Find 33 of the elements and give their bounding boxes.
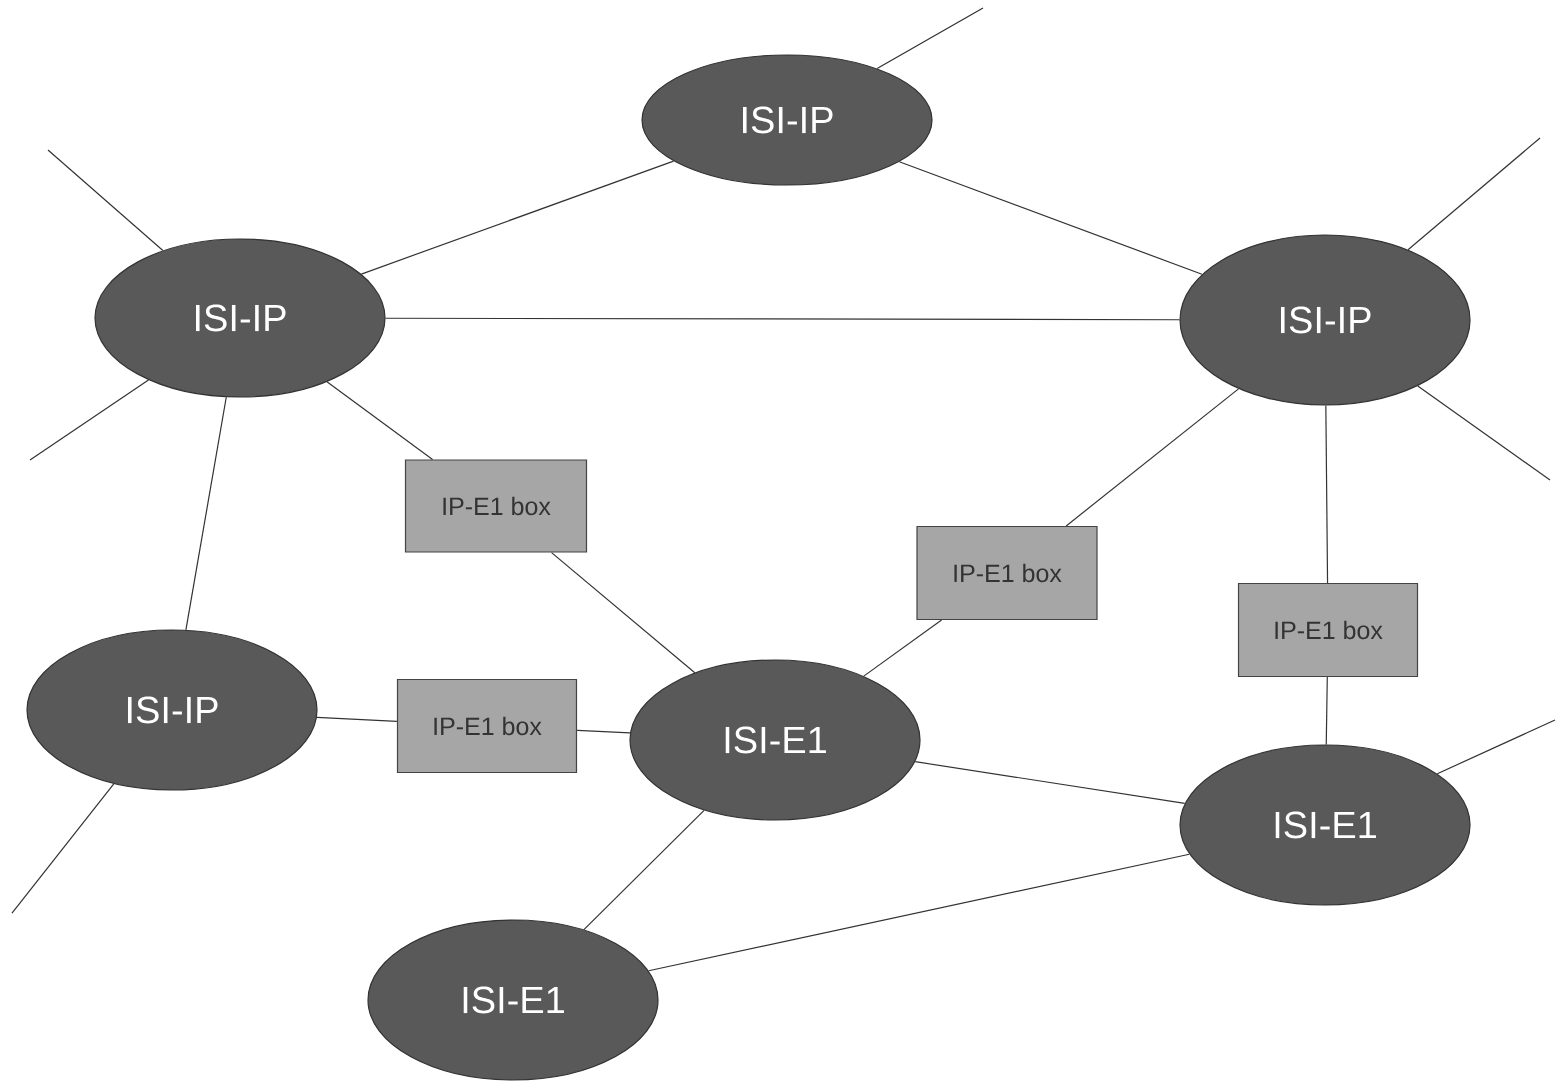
connection-line [648, 853, 1190, 972]
connection-line [914, 761, 1186, 804]
ellipse-node: ISI-IP [94, 238, 386, 398]
ellipse-node: ISI-E1 [367, 919, 659, 1081]
box-node: IP-E1 box [1237, 582, 1419, 678]
connection-line [1325, 405, 1329, 584]
connection-line [326, 381, 434, 460]
connection-line [1417, 385, 1551, 481]
connection-line [360, 160, 675, 275]
box-node: IP-E1 box [396, 678, 578, 774]
connection-line [1407, 137, 1541, 251]
connection-line [550, 552, 696, 674]
box-node: IP-E1 box [404, 459, 588, 553]
connection-line [29, 379, 150, 461]
connection-line [47, 149, 164, 252]
connection-line [583, 809, 705, 931]
ellipse-node: ISI-E1 [1179, 744, 1471, 906]
connection-line [863, 619, 943, 677]
connection-line [385, 317, 1180, 321]
connection-line [576, 729, 631, 734]
ellipse-node: ISI-E1 [629, 659, 921, 821]
connection-line [11, 783, 115, 914]
connection-line [1436, 719, 1556, 775]
ellipse-node: ISI-IP [26, 629, 318, 791]
connection-line [898, 161, 1203, 275]
ellipse-node: ISI-IP [1179, 234, 1471, 406]
ellipse-node: ISI-IP [641, 54, 933, 186]
connection-line [876, 7, 984, 70]
connection-line [1325, 676, 1328, 745]
connection-line [1065, 388, 1240, 527]
connection-line [316, 716, 398, 723]
box-node: IP-E1 box [916, 525, 1098, 621]
connection-line [185, 396, 227, 631]
